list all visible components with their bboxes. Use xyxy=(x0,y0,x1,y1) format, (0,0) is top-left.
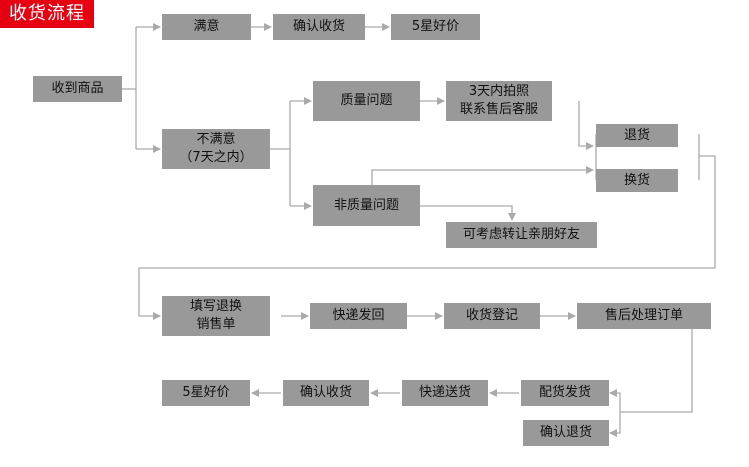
node-prepare: 配货发货 xyxy=(521,380,609,406)
node-label: 退货 xyxy=(623,127,650,143)
node-label: 确认退货 xyxy=(539,425,592,440)
node-unsatisfied: 不满意 （7天之内） xyxy=(162,129,270,169)
node-label: 确认收货 xyxy=(299,385,352,400)
node-confirm-return: 确认退货 xyxy=(523,420,609,446)
node-rating-bottom: 5星好价 xyxy=(162,380,250,406)
arrow-aftersales-prepare xyxy=(609,329,693,413)
node-nonquality: 非质量问题 xyxy=(313,185,420,226)
node-label: 售后处理订单 xyxy=(604,308,683,323)
node-satisfied: 满意 xyxy=(162,14,251,40)
node-label: 收货登记 xyxy=(465,308,518,323)
line-to-confirm-return xyxy=(609,412,621,437)
node-quality: 质量问题 xyxy=(313,81,420,121)
node-after-sales: 售后处理订单 xyxy=(577,303,711,329)
node-exchange: 换货 xyxy=(596,169,678,192)
node-label: 配货发货 xyxy=(538,385,591,400)
node-label: 非质量问题 xyxy=(333,197,399,213)
arrow-photo-return xyxy=(578,101,594,150)
node-label: 填写退换 xyxy=(189,299,242,314)
node-confirm-bottom: 确认收货 xyxy=(283,380,369,406)
node-label: 质量问题 xyxy=(340,93,393,108)
node-return: 退货 xyxy=(596,124,678,147)
node-label: 不满意 xyxy=(196,132,236,147)
node-register: 收货登记 xyxy=(444,303,540,329)
node-photo: 3天内拍照联系售后客服 xyxy=(446,81,552,121)
node-label: 快递发回 xyxy=(332,308,385,323)
node-received: 收到商品 xyxy=(33,76,122,102)
node-label: 确认收货 xyxy=(292,19,345,34)
diagram-title: 收货流程 xyxy=(0,0,94,28)
line-loop-down xyxy=(138,155,716,320)
node-label: 收到商品 xyxy=(51,81,104,96)
node-transfer: 可考虑转让亲朋好友 xyxy=(446,222,597,248)
node-express-send: 快递送货 xyxy=(402,380,488,406)
node-label: 满意 xyxy=(193,19,220,34)
node-label: 换货 xyxy=(623,172,650,188)
node-label: （7天之内） xyxy=(179,150,253,165)
node-label: 3天内拍照 xyxy=(468,84,530,99)
node-label: 联系售后客服 xyxy=(459,102,538,117)
arrow-nonquality-bracket xyxy=(371,166,594,185)
node-rating-top: 5星好价 xyxy=(391,14,480,40)
node-label: 5星好价 xyxy=(411,19,460,34)
node-express-back: 快递发回 xyxy=(310,303,407,329)
node-label: 可考虑转让亲朋好友 xyxy=(462,227,580,242)
arrow-nonquality-transfer xyxy=(420,205,516,221)
node-label: 快递送货 xyxy=(418,385,471,400)
node-label: 5星好价 xyxy=(182,385,230,400)
node-label: 销售单 xyxy=(196,317,236,332)
node-confirm-top: 确认收货 xyxy=(273,14,365,40)
node-fill-form: 填写退换销售单 xyxy=(162,296,270,336)
